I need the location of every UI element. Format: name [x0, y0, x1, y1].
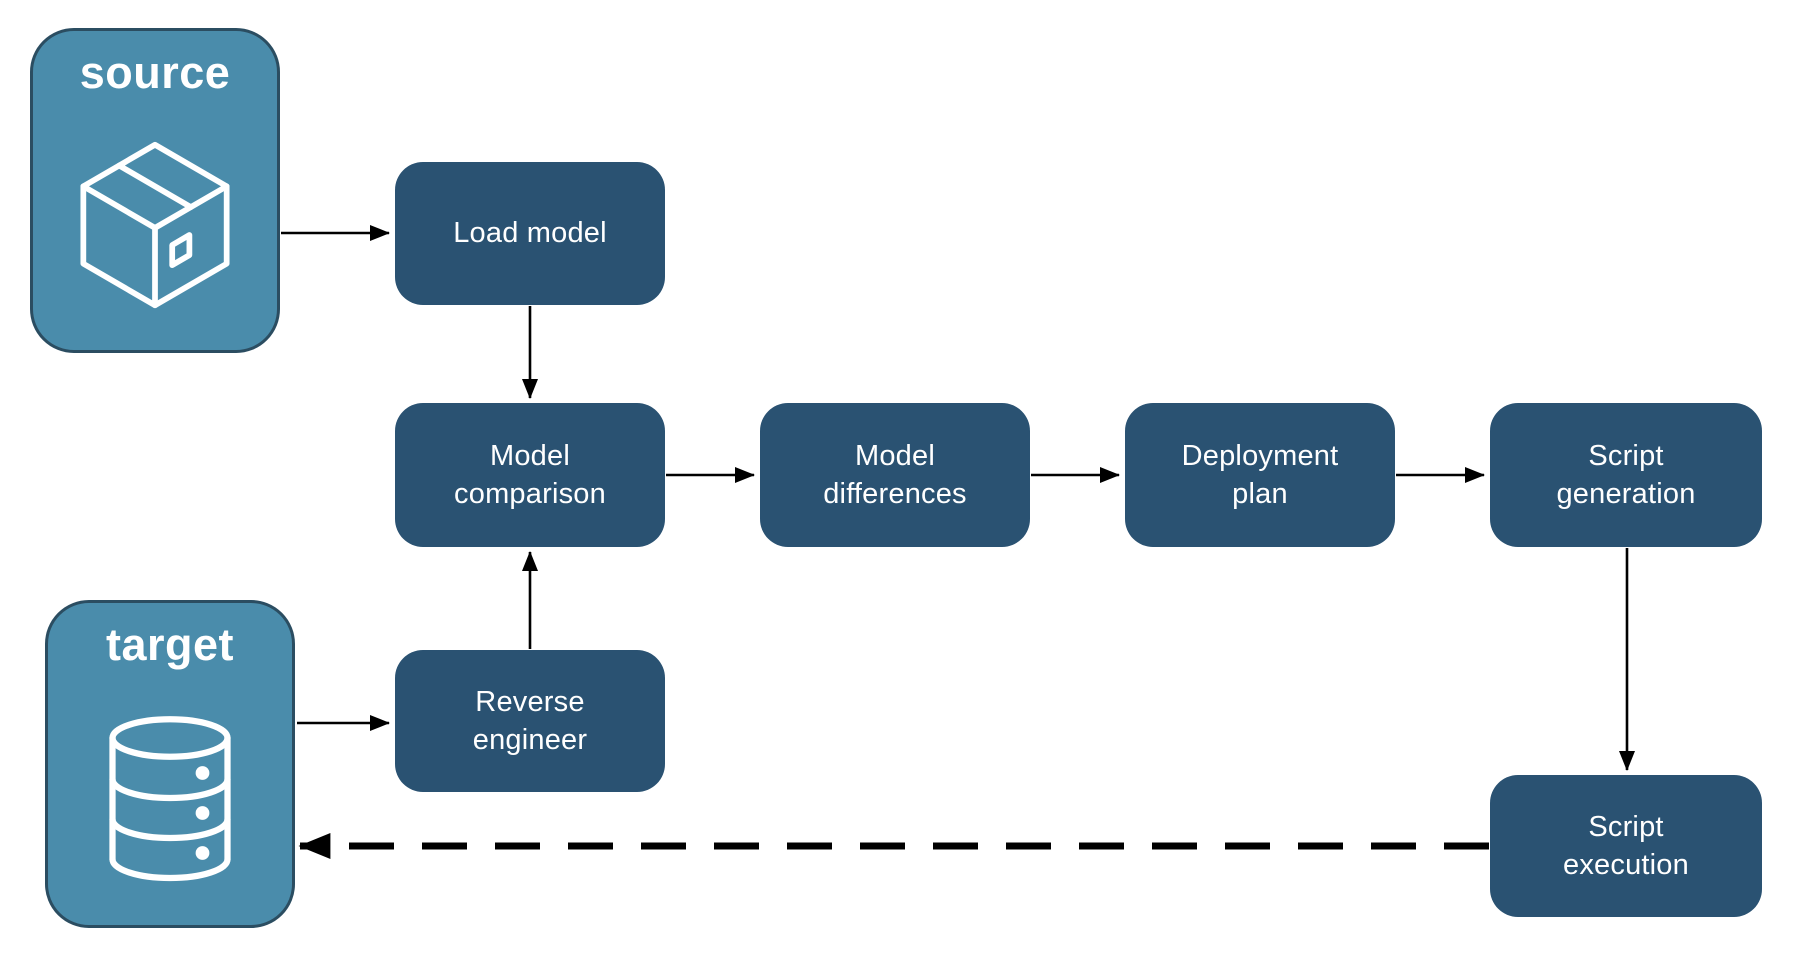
node-deployment-plan: Deployment plan — [1125, 403, 1395, 547]
node-model-differences-label: Model differences — [823, 439, 967, 510]
node-script-generation: Script generation — [1490, 403, 1762, 547]
node-script-execution: Script execution — [1490, 775, 1762, 917]
node-reverse-engineer-label: Reverse engineer — [472, 685, 588, 756]
node-deployment-plan-label: Deployment plan — [1181, 439, 1339, 510]
source-label: source — [79, 47, 231, 98]
node-model-comparison-label: Model comparison — [454, 439, 606, 510]
node-model-comparison: Model comparison — [395, 403, 665, 547]
node-model-differences: Model differences — [760, 403, 1030, 547]
node-load-model-label: Load model — [453, 217, 607, 250]
package-icon — [80, 141, 230, 308]
target-container: target — [45, 600, 295, 928]
source-container: source — [30, 28, 280, 353]
node-reverse-engineer: Reverse engineer — [395, 650, 665, 792]
node-script-execution-label: Script execution — [1563, 810, 1689, 881]
node-script-generation-label: Script generation — [1556, 439, 1696, 510]
database-icon — [109, 716, 231, 882]
target-label: target — [105, 619, 235, 670]
node-load-model: Load model — [395, 162, 665, 305]
